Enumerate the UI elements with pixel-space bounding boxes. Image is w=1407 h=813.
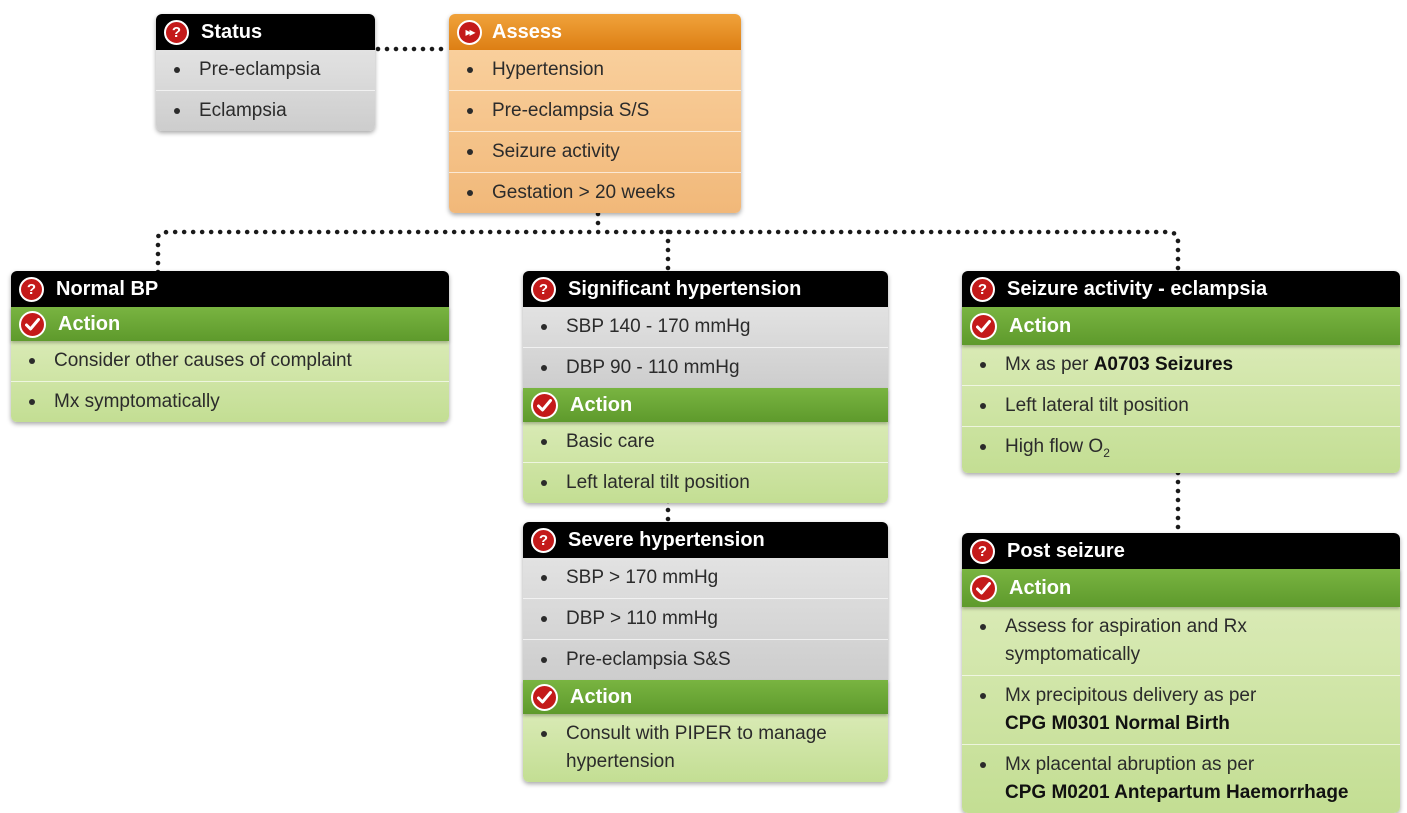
- check-icon: [970, 312, 997, 340]
- seizures-guideline-link: A0703 Seizures: [1093, 354, 1234, 375]
- assess-list: Hypertension Pre-eclampsia S/S Seizure a…: [449, 50, 741, 213]
- severe-hypertension-header: ? Severe hypertension: [523, 522, 888, 558]
- antepartum-haemorrhage-guideline-link: CPG M0201 Antepartum Haemorrhage: [1005, 782, 1349, 803]
- action-label: Action: [58, 312, 121, 335]
- question-icon: ?: [164, 19, 189, 45]
- list-item: SBP 140 - 170 mmHg: [523, 307, 888, 347]
- normal-birth-guideline-link: CPG M0301 Normal Birth: [1005, 713, 1230, 734]
- question-icon: ?: [19, 276, 44, 302]
- status-title: Status: [201, 20, 263, 43]
- severe-hypertension-criteria: SBP > 170 mmHg DBP > 110 mmHg Pre-eclamp…: [523, 558, 888, 680]
- question-icon: ?: [970, 276, 995, 302]
- assess-title: Assess: [492, 20, 563, 43]
- list-item: Hypertension: [449, 50, 741, 90]
- seizure-activity-title: Seizure activity - eclampsia: [1007, 277, 1268, 300]
- check-icon: [19, 310, 46, 338]
- fast-forward-icon: ▸▸: [457, 19, 482, 45]
- o2-subscript: 2: [1103, 445, 1110, 460]
- status-card: ? Status Pre-eclampsia Eclampsia: [156, 14, 375, 131]
- severe-hypertension-card: ? Severe hypertension SBP > 170 mmHg DBP…: [523, 522, 888, 782]
- list-item: Consider other causes of complaint: [11, 341, 449, 381]
- action-label: Action: [570, 393, 633, 416]
- status-list: Pre-eclampsia Eclampsia: [156, 50, 375, 131]
- significant-hypertension-title: Significant hypertension: [568, 277, 802, 300]
- post-seizure-card: ? Post seizure Action Assess for aspirat…: [962, 533, 1400, 813]
- action-header: Action: [523, 388, 888, 422]
- list-item: Gestation > 20 weeks: [449, 172, 741, 213]
- significant-hypertension-card: ? Significant hypertension SBP 140 - 170…: [523, 271, 888, 503]
- mx-prefix: Mx as per: [1005, 354, 1094, 375]
- significant-hypertension-actions: Basic care Left lateral tilt position: [523, 422, 888, 503]
- post-seizure-header: ? Post seizure: [962, 533, 1400, 569]
- action-header: Action: [11, 307, 449, 341]
- check-icon: [531, 683, 558, 711]
- seizure-activity-header: ? Seizure activity - eclampsia: [962, 271, 1400, 307]
- list-item: Pre-eclampsia S&S: [523, 639, 888, 680]
- action-header: Action: [523, 680, 888, 714]
- action-label: Action: [1009, 576, 1072, 599]
- list-item: Pre-eclampsia S/S: [449, 90, 741, 131]
- list-item: Eclampsia: [156, 90, 375, 131]
- significant-hypertension-criteria: SBP 140 - 170 mmHg DBP 90 - 110 mmHg: [523, 307, 888, 388]
- post-seizure-actions: Assess for aspiration and Rx symptomatic…: [962, 607, 1400, 813]
- list-item: SBP > 170 mmHg: [523, 558, 888, 598]
- severe-hypertension-actions: Consult with PIPER to manage hypertensio…: [523, 714, 888, 782]
- seizure-activity-actions: Mx as per A0703 Seizures Left lateral ti…: [962, 345, 1400, 473]
- question-icon: ?: [531, 276, 556, 302]
- normal-bp-title: Normal BP: [56, 277, 159, 300]
- seizure-activity-card: ? Seizure activity - eclampsia Action Mx…: [962, 271, 1400, 473]
- list-item: High flow O2: [962, 426, 1400, 473]
- check-icon: [531, 391, 558, 419]
- check-icon: [970, 574, 997, 602]
- list-item: Left lateral tilt position: [523, 462, 888, 503]
- question-icon: ?: [970, 538, 995, 564]
- severe-hypertension-title: Severe hypertension: [568, 528, 765, 551]
- assess-card: ▸▸ Assess Hypertension Pre-eclampsia S/S…: [449, 14, 741, 213]
- action-label: Action: [1009, 314, 1072, 337]
- significant-hypertension-header: ? Significant hypertension: [523, 271, 888, 307]
- list-item: Consult with PIPER to manage hypertensio…: [523, 714, 888, 782]
- delivery-prefix: Mx precipitous delivery as per: [1005, 685, 1257, 706]
- status-header: ? Status: [156, 14, 375, 50]
- action-label: Action: [570, 685, 633, 708]
- action-header: Action: [962, 307, 1400, 345]
- action-header: Action: [962, 569, 1400, 607]
- list-item: Seizure activity: [449, 131, 741, 172]
- list-item: Basic care: [523, 422, 888, 462]
- abruption-prefix: Mx placental abruption as per: [1005, 754, 1255, 775]
- list-item: Mx as per A0703 Seizures: [962, 345, 1400, 385]
- list-item: Mx symptomatically: [11, 381, 449, 422]
- list-item: Left lateral tilt position: [962, 385, 1400, 426]
- normal-bp-actions: Consider other causes of complaint Mx sy…: [11, 341, 449, 422]
- list-item: Assess for aspiration and Rx symptomatic…: [962, 607, 1400, 675]
- question-icon: ?: [531, 527, 556, 553]
- normal-bp-header: ? Normal BP: [11, 271, 449, 307]
- list-item: DBP > 110 mmHg: [523, 598, 888, 639]
- o2-text: High flow O: [1005, 436, 1104, 457]
- list-item: Pre-eclampsia: [156, 50, 375, 90]
- post-seizure-title: Post seizure: [1007, 539, 1125, 562]
- normal-bp-card: ? Normal BP Action Consider other causes…: [11, 271, 449, 422]
- list-item: DBP 90 - 110 mmHg: [523, 347, 888, 388]
- assess-header: ▸▸ Assess: [449, 14, 741, 50]
